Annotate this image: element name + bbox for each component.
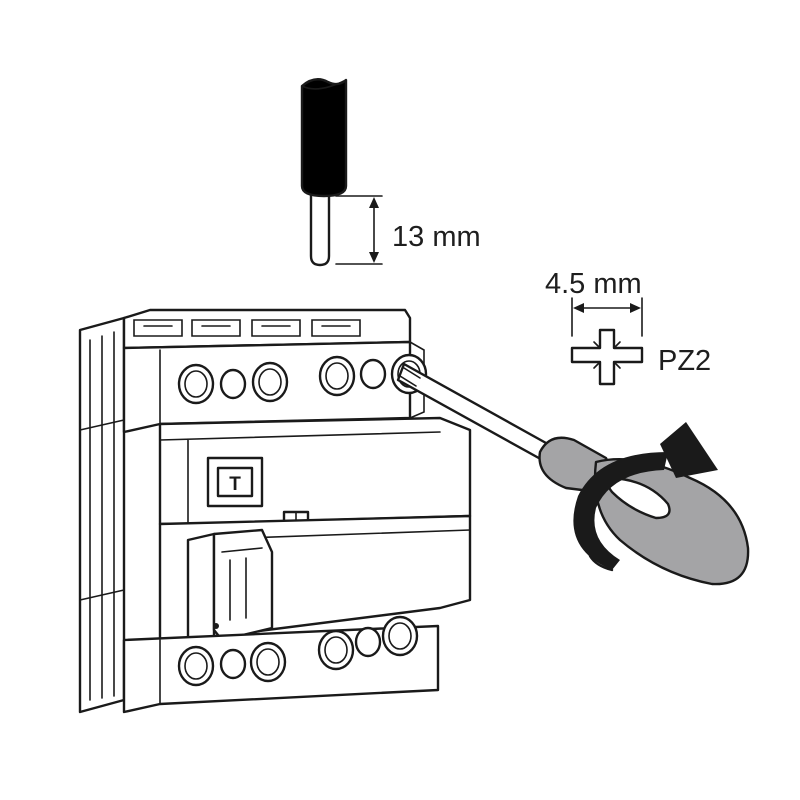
tip-width-label: 4.5 mm: [545, 268, 642, 300]
tip-type-label: PZ2: [658, 345, 711, 377]
strip-length-dimension: [335, 195, 383, 265]
residual-current-device-icon: T: [78, 308, 472, 714]
rotation-arrow-icon: [573, 422, 718, 572]
bare-conductor: [309, 190, 331, 267]
wire-insulation: [300, 78, 348, 198]
wire-cut-end: [301, 79, 347, 90]
stripped-wire-icon: [300, 78, 348, 267]
test-button-label: T: [229, 474, 241, 495]
middle-front-face: [158, 416, 472, 526]
screwdriver-icon: [396, 362, 750, 586]
bottom-terminal-screws: [177, 615, 419, 687]
toggle-guard: [186, 532, 216, 642]
tip-width-dimension: [571, 297, 643, 337]
strip-length-label: 13 mm: [392, 221, 481, 253]
test-button: [216, 466, 254, 498]
toggle-lever: [212, 528, 274, 642]
pozidriv-cross-icon: [570, 328, 644, 386]
